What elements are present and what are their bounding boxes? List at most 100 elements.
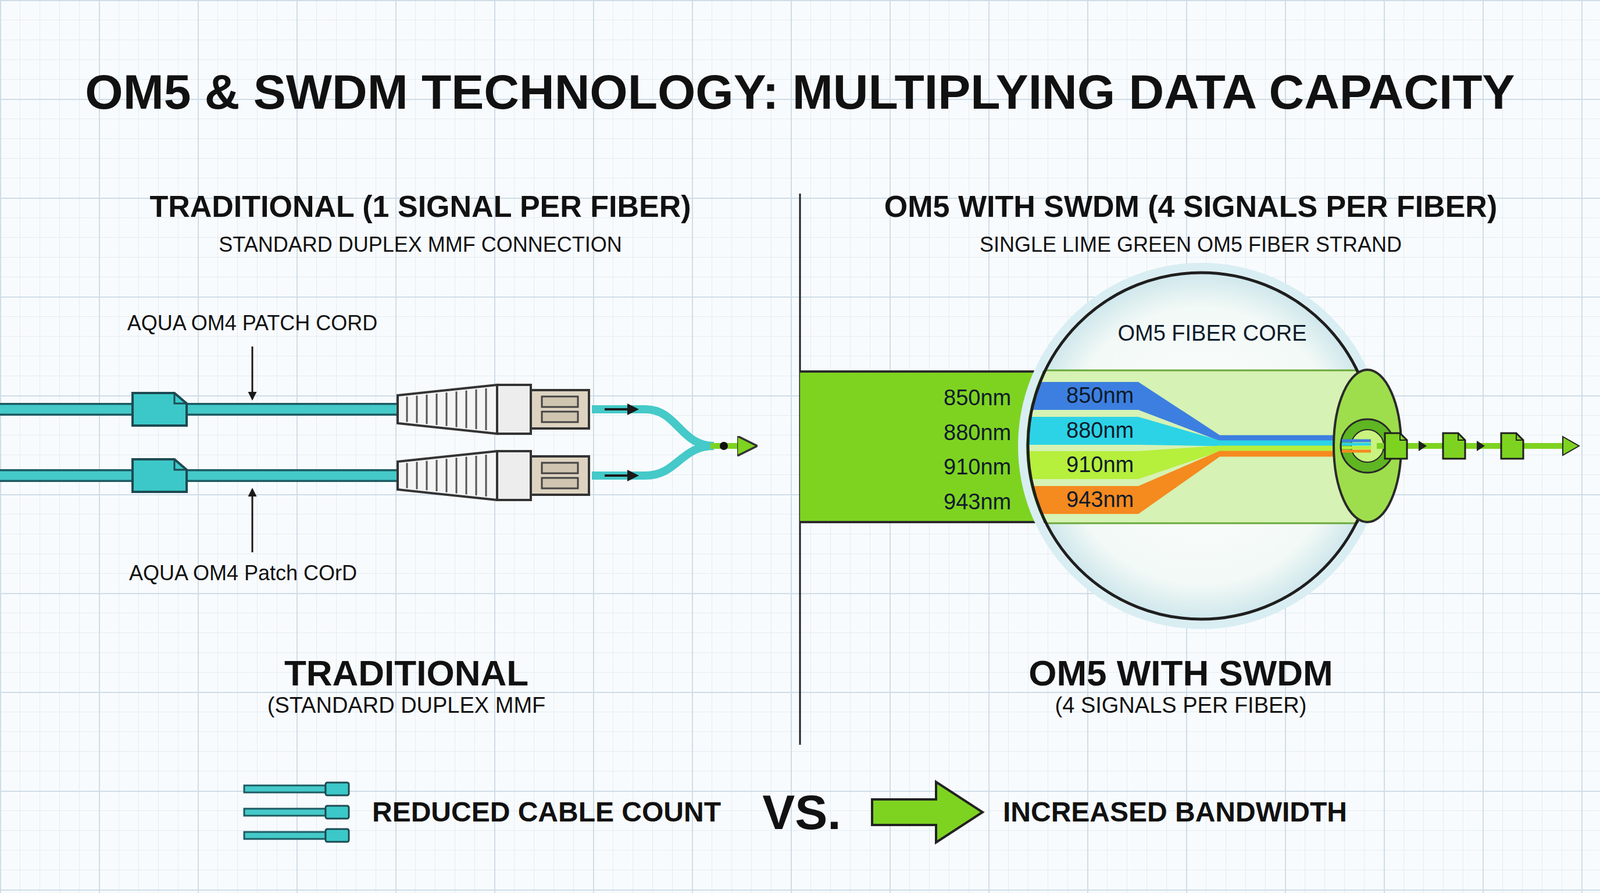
section-footer-note: (4 SIGNALS PER FIBER) [1055, 693, 1307, 719]
connector-boot [397, 451, 498, 500]
connector-body [497, 384, 531, 434]
wavelength-label: 910nm [943, 455, 1012, 480]
lc-ferrule [541, 462, 578, 474]
icon-connector [325, 805, 349, 819]
data-packet [1443, 433, 1466, 459]
lc-ferrule [541, 396, 578, 407]
cable [0, 405, 402, 414]
patch-cord [0, 451, 589, 500]
boot-rib [426, 394, 428, 425]
leader-arrow [251, 489, 254, 553]
boot-rib [445, 392, 448, 427]
wavelength-label: 910nm [1066, 452, 1134, 478]
tag-fold [174, 459, 187, 470]
wavelength-stream [1027, 451, 1368, 515]
lens-contents [1027, 370, 1368, 524]
boot-rib [475, 455, 478, 496]
cable-tag [132, 459, 187, 492]
magnified-fiber-core: OM5 FIBER CORE 850nm 880nm 910nm 943nm [1027, 272, 1375, 620]
wavelength-label: 850nm [1066, 383, 1134, 409]
lc-ferrule [541, 477, 578, 489]
section-footer: TRADITIONAL [284, 653, 529, 694]
patch-cord [0, 384, 589, 434]
icon-connector [325, 829, 349, 842]
boot-rib [406, 462, 409, 488]
boot-rib [445, 458, 448, 493]
packet-fold [1516, 433, 1524, 441]
legend-entry: REDUCED CABLE COUNT [372, 797, 721, 828]
data-packet [1501, 433, 1524, 459]
connector-boot [397, 384, 498, 434]
tag-fold [174, 393, 187, 404]
boot-rib [406, 396, 409, 422]
wavelength-stream [1341, 439, 1371, 443]
patch-cords [0, 346, 748, 553]
boot-rib [426, 461, 428, 491]
wavelength-label: 943nm [943, 490, 1012, 515]
boot-rib [416, 462, 419, 490]
boot-rib [485, 454, 488, 497]
part-label: AQUA OM4 Patch COrD [129, 561, 357, 585]
wavelength-label: 880nm [943, 420, 1012, 446]
wavelength-label: 850nm [943, 386, 1012, 411]
legend-entry: INCREASED BANDWIDTH [1002, 797, 1348, 828]
boot-ribs [406, 388, 487, 431]
legend-text: REDUCED CABLE COUNT [372, 796, 721, 828]
packet-arrow [1476, 440, 1485, 452]
connector-body [497, 451, 531, 500]
lens-glow [1022, 266, 1381, 625]
boot-rib [485, 388, 488, 431]
signal-dot [719, 441, 728, 450]
boot-rib [465, 390, 468, 429]
core-label: OM5 FIBER CORE [1117, 321, 1307, 346]
leader-arrow [251, 346, 254, 399]
icon-cable [244, 785, 326, 793]
title: OM5 & SWDM TECHNOLOGY: MULTIPLYING DATA … [84, 65, 1515, 119]
cable-count-icon [244, 782, 349, 842]
legend-text: INCREASED BANDWIDTH [1002, 796, 1348, 828]
icon-cable [244, 831, 326, 839]
wavelength-label: 880nm [1066, 418, 1134, 444]
icon-cable [244, 808, 326, 816]
part-label: AQUA OM4 PATCH CORD [127, 311, 378, 335]
boot-rib [455, 391, 458, 427]
lc-ferrule [541, 411, 578, 423]
cable-outline [0, 469, 402, 482]
lc-connector [530, 456, 589, 495]
output-arrowhead [1562, 436, 1580, 456]
boot-rib [465, 456, 468, 495]
wavelength-label: 943nm [1066, 487, 1134, 513]
signal-path [591, 445, 714, 476]
cable [0, 471, 402, 481]
section-subheading: STANDARD DUPLEX MMF CONNECTION [218, 233, 622, 257]
boot-ribs [406, 454, 487, 497]
wavelength-stream [1341, 450, 1371, 453]
boot-rib [416, 395, 419, 424]
packet-arrow [1418, 440, 1427, 452]
wavelength-stream [1027, 416, 1368, 447]
packet-fold [1458, 433, 1466, 441]
signal-arrow [604, 408, 637, 411]
icon-connector [325, 782, 349, 796]
lens-outline [1027, 272, 1375, 620]
wavelength-stream [1341, 446, 1371, 450]
cable-tag [132, 393, 187, 426]
data-packet [1384, 433, 1407, 459]
section-heading: TRADITIONAL (1 SIGNAL PER FIBER) [149, 190, 691, 224]
section-heading: OM5 WITH SWDM (4 SIGNALS PER FIBER) [884, 190, 1498, 224]
comparison-label: VS. [762, 785, 841, 839]
fiber-strand-magnified [1027, 370, 1368, 524]
lens [1027, 272, 1375, 620]
merged-signal-arrow [710, 443, 748, 449]
section-footer-note: (STANDARD DUPLEX MMF [267, 693, 546, 719]
section-subheading: SINGLE LIME GREEN OM5 FIBER STRAND [979, 233, 1402, 257]
signal-path [591, 409, 714, 446]
boot-rib [436, 459, 438, 492]
signal-arrow [604, 474, 637, 477]
wavelength-stream [1341, 443, 1371, 446]
boot-rib [455, 457, 458, 494]
cable-outline [0, 402, 402, 416]
lc-connector [530, 390, 589, 429]
packet-fold [1400, 433, 1407, 441]
